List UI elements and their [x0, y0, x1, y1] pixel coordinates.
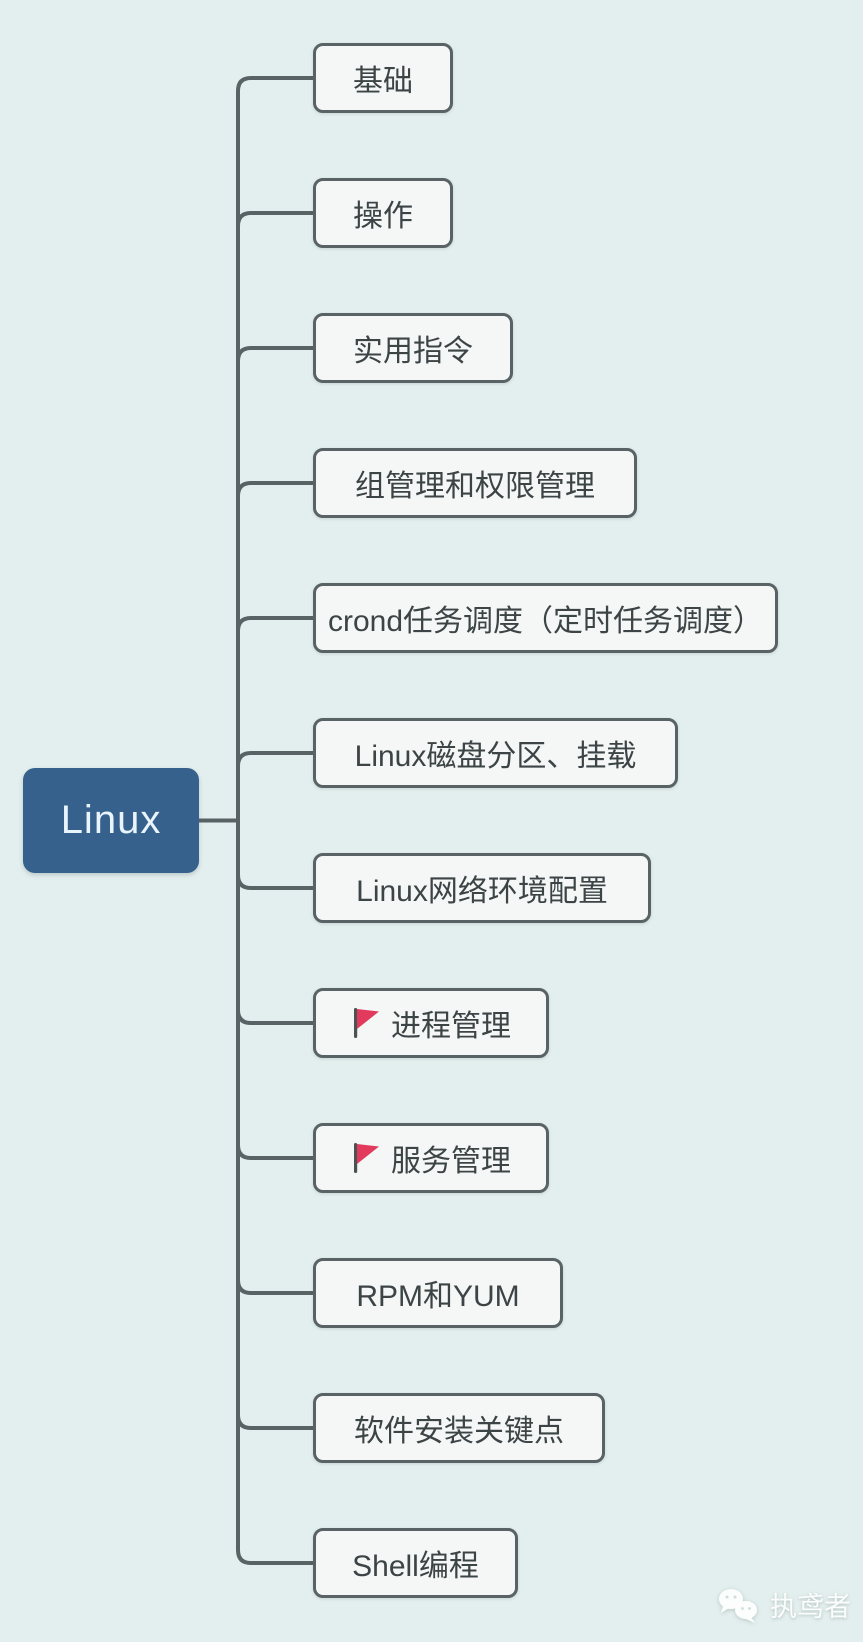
topic-node-label: crond任务调度（定时任务调度） [327, 605, 764, 638]
root-node-linux[interactable]: Linux [23, 768, 199, 873]
topic-node[interactable]: 服务管理 [313, 1123, 549, 1193]
topic-node[interactable]: RPM和YUM [313, 1258, 563, 1328]
topic-node-label: RPM和YUM [356, 1280, 520, 1313]
topic-node[interactable]: Shell编程 [313, 1528, 518, 1598]
topic-node[interactable]: 实用指令 [313, 313, 513, 383]
wechat-bubbles-icon [719, 1588, 757, 1623]
topic-node[interactable]: 进程管理 [313, 988, 549, 1058]
watermark-label: 执鸢者 [770, 1592, 851, 1622]
root-node-label: Linux [60, 798, 162, 842]
topic-node-label: 操作 [353, 200, 413, 233]
topic-node-label: 软件安装关键点 [354, 1415, 564, 1448]
red-flag-icon [354, 1008, 379, 1038]
topic-node[interactable]: 组管理和权限管理 [313, 448, 637, 518]
topic-node-label: Linux磁盘分区、挂载 [354, 740, 637, 773]
topic-node[interactable]: 基础 [313, 43, 453, 113]
topic-node[interactable]: crond任务调度（定时任务调度） [313, 583, 778, 653]
red-flag-icon [354, 1143, 379, 1173]
topic-node-label: 组管理和权限管理 [355, 470, 595, 503]
topic-node[interactable]: Linux磁盘分区、挂载 [313, 718, 678, 788]
topic-node-label: Linux网络环境配置 [356, 875, 608, 908]
topic-node-label: Shell编程 [352, 1550, 479, 1583]
topic-node-label: 实用指令 [353, 335, 473, 368]
topic-node[interactable]: Linux网络环境配置 [313, 853, 651, 923]
topic-node-label: 服务管理 [391, 1145, 511, 1178]
topic-node[interactable]: 软件安装关键点 [313, 1393, 605, 1463]
topic-node[interactable]: 操作 [313, 178, 453, 248]
watermark: 执鸢者 [717, 1585, 851, 1624]
topic-node-label: 基础 [353, 65, 413, 98]
topic-node-label: 进程管理 [391, 1010, 511, 1043]
